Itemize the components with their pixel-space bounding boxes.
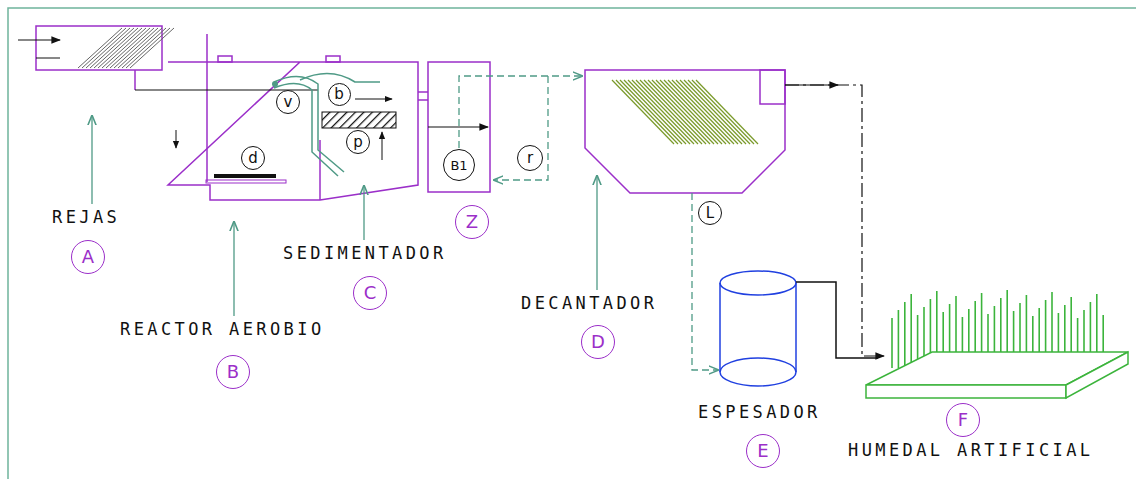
unit-name: DECANTADOR bbox=[519, 293, 659, 313]
pipe-joint bbox=[272, 81, 278, 87]
callout-text: B bbox=[227, 363, 239, 381]
callout-text: Z bbox=[466, 213, 478, 231]
callout-text: d bbox=[248, 151, 258, 166]
flow-arrow bbox=[355, 99, 392, 100]
callout-letter: Z bbox=[455, 205, 489, 239]
airlift-pipes bbox=[274, 73, 380, 176]
lamella-pack bbox=[612, 80, 758, 144]
callout-symbol: b bbox=[328, 83, 351, 106]
callout-symbol: r bbox=[517, 145, 543, 171]
callout-text: r bbox=[527, 151, 533, 166]
leader-arrow bbox=[92, 116, 597, 316]
packing-bed bbox=[322, 112, 396, 128]
flow-arrow bbox=[176, 130, 177, 148]
callout-letter: B bbox=[216, 355, 250, 389]
screen-channel bbox=[18, 26, 174, 90]
settler-tank bbox=[585, 70, 785, 193]
aerobic-reactor bbox=[168, 34, 428, 200]
wetland-bed bbox=[866, 352, 1128, 398]
water-level bbox=[168, 89, 318, 90]
unit-name: ESPESADOR bbox=[696, 402, 823, 422]
effluent-line bbox=[785, 85, 884, 356]
callout-letter: C bbox=[353, 276, 387, 310]
callout-text: b bbox=[334, 87, 344, 102]
callout-text: F bbox=[958, 411, 968, 429]
unit-name: REACTOR AEROBIO bbox=[118, 319, 327, 339]
callout-symbol: v bbox=[276, 90, 300, 114]
callout-text: p bbox=[353, 135, 363, 150]
callout-text: L bbox=[706, 206, 714, 221]
frame bbox=[8, 8, 1136, 479]
unit-name: HUMEDAL ARTIFICIAL bbox=[846, 440, 1095, 460]
callout-symbol: B1 bbox=[443, 149, 475, 181]
callout-letter: D bbox=[581, 325, 615, 359]
callout-symbol: L bbox=[698, 201, 722, 225]
callout-letter: F bbox=[946, 403, 980, 437]
unit-name: SEDIMENTADOR bbox=[281, 243, 449, 263]
callout-text: A bbox=[82, 248, 94, 266]
callout-letter: E bbox=[746, 434, 780, 468]
flow-arrow bbox=[382, 132, 383, 160]
thickener-tank bbox=[720, 271, 796, 386]
callout-symbol: d bbox=[241, 146, 265, 170]
pumped-line bbox=[459, 76, 582, 180]
water-level bbox=[428, 126, 488, 127]
supernatant-line bbox=[796, 282, 878, 358]
callout-text: B1 bbox=[450, 159, 467, 172]
air-diffuser bbox=[206, 174, 286, 183]
callout-text: E bbox=[757, 442, 768, 460]
callout-text: D bbox=[591, 333, 605, 351]
callout-text: v bbox=[284, 95, 293, 110]
unit-name: REJAS bbox=[50, 207, 122, 227]
callout-letter: A bbox=[71, 240, 105, 274]
callout-text: C bbox=[364, 284, 377, 302]
callout-symbol: p bbox=[346, 130, 370, 154]
